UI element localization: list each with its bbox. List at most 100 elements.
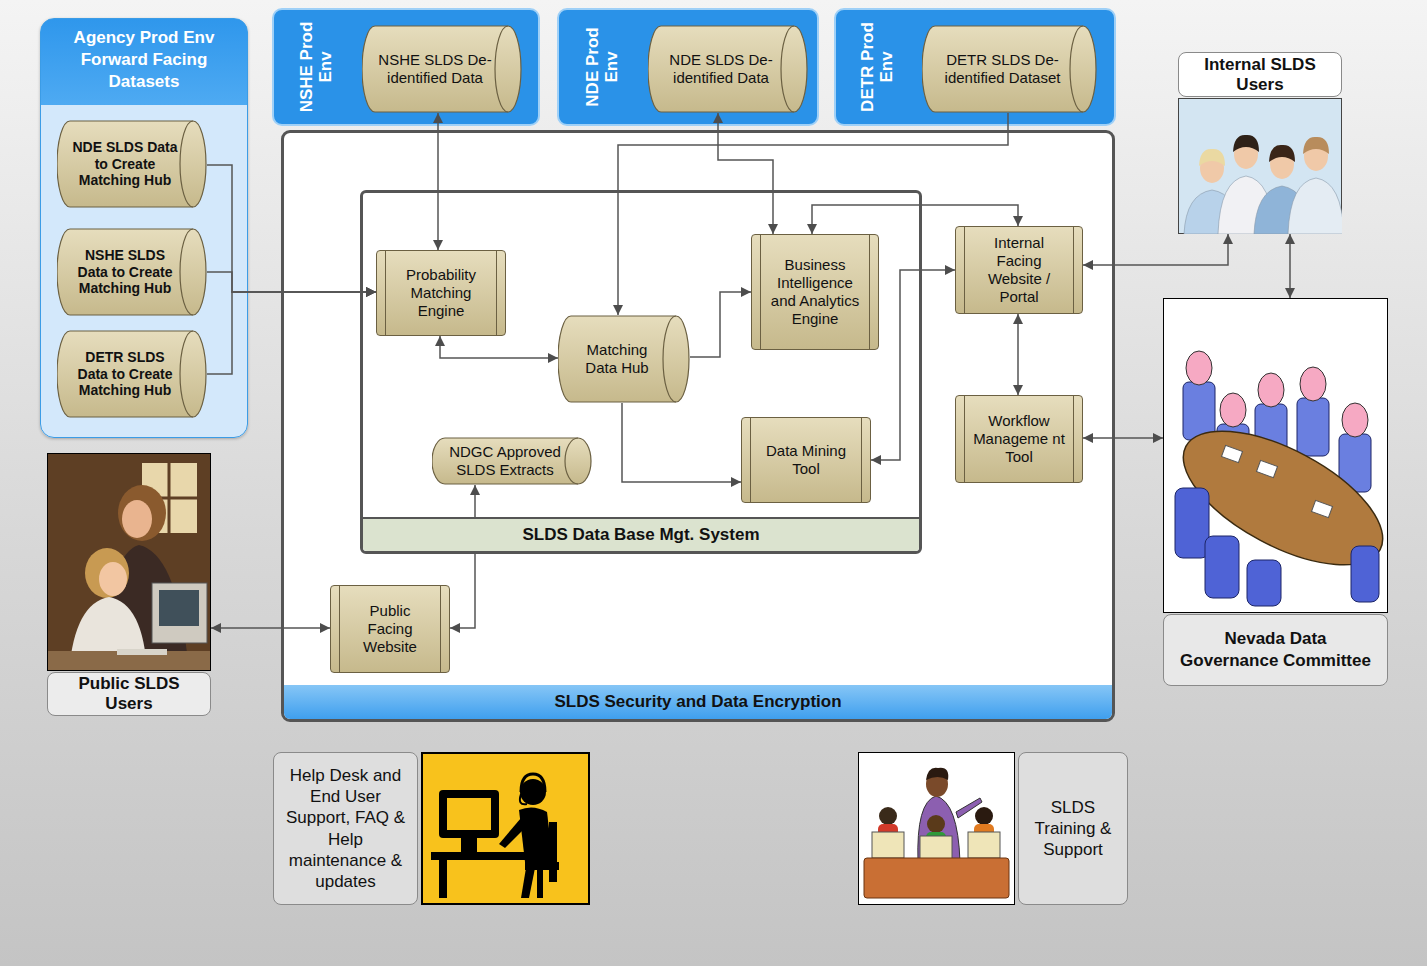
- user-group: Public SLDS Users: [47, 453, 211, 716]
- datastore-cylinder: DETR SLDS Data to Create Matching Hub: [57, 330, 207, 418]
- datastore-cylinder: Matching Data Hub: [558, 315, 690, 403]
- family-photo-part: [117, 649, 167, 655]
- cylinder-shape-part: [362, 26, 521, 112]
- meeting-illustration-part: [1183, 382, 1215, 440]
- meeting-illustration: [1163, 298, 1388, 613]
- helpdesk-icon-part: [549, 822, 557, 882]
- node-label: Probability Matching Engine: [392, 266, 490, 320]
- connector-arrow: [1083, 234, 1228, 265]
- meeting-illustration-part: [1220, 393, 1246, 427]
- node-label: SLDS Security and Data Encryption: [284, 685, 1112, 719]
- node-label: NDE Prod Env: [582, 17, 624, 117]
- meeting-illustration-part: [1297, 398, 1329, 456]
- training-illustration-part: [975, 807, 993, 825]
- node-label: DETR Prod Env: [857, 17, 899, 117]
- process-box: Data Mining Tool: [741, 417, 871, 503]
- helpdesk-icon-part: [439, 860, 447, 898]
- people-photo-part: [1288, 178, 1342, 234]
- node-label: Nevada Data Governance Committee: [1163, 614, 1388, 686]
- connector-arrow: [440, 336, 558, 358]
- user-group: Internal SLDS Users: [1178, 52, 1342, 234]
- family-photo-part: [152, 583, 207, 643]
- family-photo-part: [99, 562, 127, 596]
- helpdesk-icon-part: [537, 870, 543, 898]
- node-label: DETR SLDS Data to Create Matching Hub: [71, 349, 179, 399]
- training-illustration-part: [859, 753, 1015, 905]
- side-line: [440, 586, 441, 672]
- node-label: NSHE SLDS Data to Create Matching Hub: [71, 247, 179, 297]
- process-box: Workflow Manageme nt Tool: [955, 395, 1083, 483]
- database-system: SLDS Data Base Mgt. System Probability Ma…: [360, 190, 922, 554]
- helpdesk-icon-part: [520, 779, 546, 805]
- support-item: Help Desk and End User Support, FAQ & He…: [273, 752, 590, 905]
- node-label: NDE SLDS De-identified Data: [662, 51, 780, 87]
- connector-arrow: [437, 113, 439, 250]
- node-label: Workflow Manageme nt Tool: [971, 412, 1067, 466]
- people-photo-part: [1303, 137, 1329, 154]
- meeting-illustration-part: [1311, 500, 1332, 517]
- process-box: Public Facing Website: [330, 585, 450, 673]
- helpdesk-icon-part: [499, 818, 525, 848]
- training-illustration-part: [864, 858, 1009, 898]
- node-label: Help Desk and End User Support, FAQ & He…: [273, 752, 418, 905]
- training-illustration-part: [968, 832, 1000, 858]
- node-label: DETR SLDS De-identified Dataset: [936, 51, 1069, 87]
- support-item: SLDS Training & Support: [858, 752, 1128, 905]
- node-label: NSHE SLDS De-identified Data: [376, 51, 494, 87]
- side-line: [1073, 227, 1074, 313]
- cylinder-shape-part: [558, 316, 689, 402]
- process-box: Business Intelligence and Analytics Engi…: [751, 234, 879, 350]
- connector-arrow: [450, 485, 475, 628]
- node-label: SLDS Training & Support: [1018, 752, 1128, 905]
- meeting-illustration-part: [1351, 546, 1379, 602]
- node-label: Public Facing Website: [346, 602, 434, 656]
- meeting-illustration-part: [1205, 536, 1239, 598]
- people-photo-part: [1199, 149, 1225, 166]
- cylinder-shape-part: [565, 438, 578, 484]
- side-line: [760, 235, 761, 349]
- helpdesk-icon-part: [422, 753, 589, 904]
- family-photo-part: [159, 590, 199, 626]
- process-box: Probability Matching Engine: [376, 250, 506, 336]
- dataset-panel: Agency Prod Env Forward Facing DatasetsN…: [40, 18, 248, 438]
- helpdesk-icon-part: [521, 774, 545, 792]
- helpdesk-icon-part: [447, 798, 491, 830]
- cylinder-shape-part: [495, 26, 508, 112]
- node-label: Agency Prod Env Forward Facing Datasets: [41, 19, 247, 93]
- cylinder-shape-part: [781, 26, 794, 112]
- datastore-cylinder: NDE SLDS De-identified Data: [648, 25, 808, 113]
- side-line: [385, 251, 386, 335]
- cylinder-shape-part: [180, 229, 193, 315]
- node-label: SLDS Data Base Mgt. System: [363, 517, 919, 551]
- helpdesk-icon-part: [521, 862, 535, 898]
- datastore-cylinder: NSHE SLDS Data to Create Matching Hub: [57, 228, 207, 316]
- datastore-cylinder: NDGC Approved SLDS Extracts: [432, 437, 592, 485]
- connector-arrow: [207, 292, 376, 374]
- training-illustration-part: [926, 768, 948, 780]
- people-photo-part: [1269, 145, 1295, 162]
- helpdesk-icon-part: [519, 807, 553, 862]
- environment-panel: NDE Prod Env NDE SLDS De-identified Data: [557, 8, 819, 126]
- training-illustration: [858, 752, 1015, 905]
- connector-arrow: [1289, 234, 1291, 298]
- side-line: [496, 251, 497, 335]
- meeting-illustration-part: [1342, 403, 1368, 437]
- connector-arrow: [211, 627, 330, 629]
- meeting-illustration-part: [1247, 560, 1281, 606]
- connector-arrow: [871, 270, 955, 460]
- datastore-cylinder: NSHE SLDS De-identified Data: [362, 25, 522, 113]
- side-line: [339, 586, 340, 672]
- training-illustration-part: [879, 807, 897, 825]
- people-photo: [1178, 98, 1342, 234]
- cylinder-shape-part: [663, 316, 676, 402]
- committee-group: Nevada Data Governance Committee: [1163, 298, 1388, 686]
- family-photo: [47, 453, 211, 671]
- helpdesk-icon-part: [520, 794, 527, 804]
- cylinder-shape-part: [180, 121, 193, 207]
- meeting-illustration-part: [1256, 460, 1277, 477]
- cylinder-shape-part: [57, 121, 206, 207]
- environment-panel: DETR Prod Env DETR SLDS De-identified Dat…: [834, 8, 1116, 126]
- side-line: [964, 396, 965, 482]
- training-illustration-part: [872, 832, 904, 858]
